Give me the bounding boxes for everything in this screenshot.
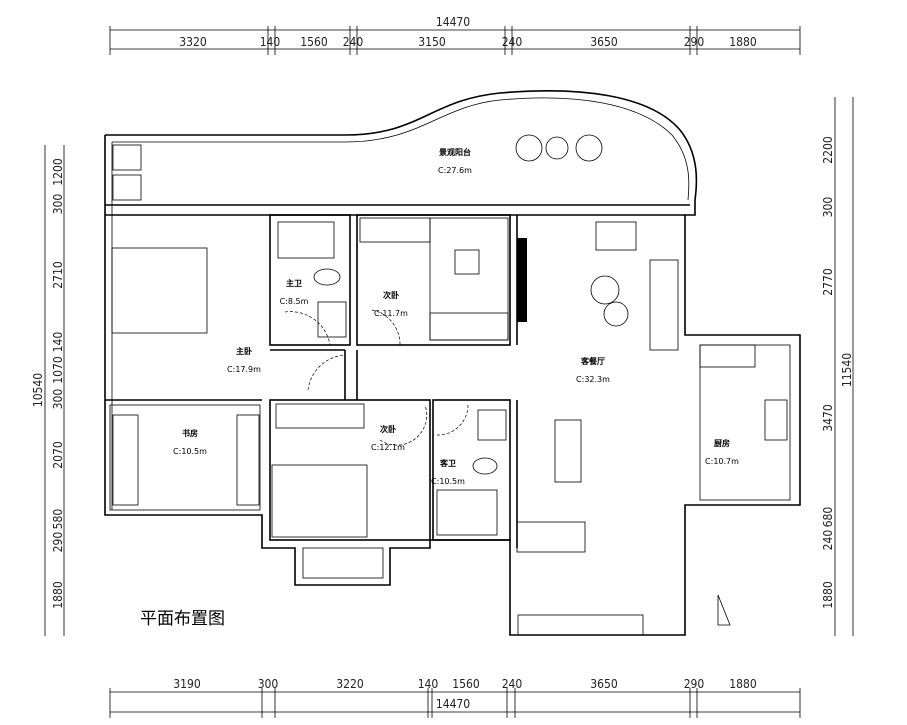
table-icon <box>454 249 480 275</box>
dimension-label: 140 <box>51 332 65 353</box>
wardrobe-icon <box>275 403 365 429</box>
dimension-total-label: 14470 <box>436 15 470 29</box>
shower-icon <box>436 489 498 536</box>
dimension-label: 3650 <box>590 677 618 691</box>
room-area: C:8.5m <box>280 297 309 306</box>
tv-icon <box>517 238 527 322</box>
dimension-label: 2070 <box>51 441 65 469</box>
furniture <box>111 134 788 636</box>
dimension-label: 300 <box>821 197 835 218</box>
dimension-label: 2200 <box>821 136 835 164</box>
room-name: 次卧 <box>380 424 396 434</box>
dimension-label: 290 <box>684 677 705 691</box>
dimension-label: 290 <box>51 532 65 553</box>
room-name: 书房 <box>182 428 198 438</box>
dimension-label: 3650 <box>590 35 618 49</box>
dimension-total-label: 14470 <box>436 697 470 711</box>
dimension-label: 140 <box>418 677 439 691</box>
dimension-label: 1880 <box>51 581 65 609</box>
dimension-label: 3150 <box>418 35 446 49</box>
room-area: C:12.1m <box>371 443 405 452</box>
room-name: 客餐厅 <box>580 356 605 366</box>
dimension-label: 140 <box>260 35 281 49</box>
dining-table-icon <box>554 419 582 483</box>
room-name: 客卫 <box>439 458 456 468</box>
north-arrow-icon <box>717 594 731 626</box>
room-area: C:17.9m <box>227 365 261 374</box>
dimension-label: 1880 <box>729 35 757 49</box>
dimension-label: 240 <box>821 530 835 551</box>
dimension-label: 1560 <box>300 35 328 49</box>
sink-icon <box>477 409 507 441</box>
walls <box>104 90 801 636</box>
dimension-label: 3470 <box>821 404 835 432</box>
room-area: C:10.7m <box>705 457 739 466</box>
dimension-label: 240 <box>343 35 364 49</box>
dimension-label: 300 <box>51 389 65 410</box>
room-area: C:27.6m <box>438 166 472 175</box>
dimension-label: 2770 <box>821 268 835 296</box>
dimension-label: 3320 <box>179 35 207 49</box>
bathtub-icon <box>277 221 335 259</box>
room-area: C:10.5m <box>173 447 207 456</box>
stove-icon <box>764 399 788 441</box>
dimension-label: 3190 <box>173 677 201 691</box>
dimension-total-label: 10540 <box>31 373 45 407</box>
dimension-total-label: 11540 <box>840 353 854 387</box>
room-area: C:32.3m <box>576 375 610 384</box>
room-name: 主卧 <box>236 346 252 356</box>
room-area: C:10.5m <box>431 477 465 486</box>
dimension-label: 1880 <box>729 677 757 691</box>
chair-icon <box>515 134 543 162</box>
chair-icon <box>575 134 603 162</box>
toilet-icon <box>313 268 341 286</box>
dimension-label: 680 <box>821 507 835 528</box>
dimension-label: 580 <box>51 509 65 530</box>
dimension-label: 2710 <box>51 261 65 289</box>
room-name: 次卧 <box>383 290 399 300</box>
dimension-label: 300 <box>258 677 279 691</box>
dimension-lines <box>44 29 854 713</box>
dimension-label: 3220 <box>336 677 364 691</box>
room-name: 厨房 <box>714 438 730 448</box>
dimension-label: 300 <box>51 194 65 215</box>
bed-icon <box>271 464 368 538</box>
cabinet-icon <box>516 521 586 553</box>
room-name: 主卫 <box>286 278 302 288</box>
dimension-label: 290 <box>684 35 705 49</box>
dimension-labels: 3320 140 1560 240 3150 240 3650 290 1880 14470 319… <box>31 15 854 718</box>
kitchen-sink-icon <box>699 344 756 368</box>
room-area: C:11.7m <box>374 309 408 318</box>
plan-title: 平面布置图 <box>140 609 225 629</box>
dimension-label: 1560 <box>452 677 480 691</box>
table-icon <box>545 136 569 160</box>
dimension-label: 1070 <box>51 356 65 384</box>
dimension-label: 240 <box>502 677 523 691</box>
sink-icon <box>317 301 347 338</box>
master-bed-icon <box>111 247 208 334</box>
dimension-label: 1200 <box>51 158 65 186</box>
dimension-label: 1880 <box>821 581 835 609</box>
room-labels: 景观阳台 C:27.6m 主卫 C:8.5m 次卧 C:11.7m 主卧 C:17.9m 书房 C… <box>173 147 739 486</box>
sofa-icon <box>649 259 679 351</box>
toilet-icon <box>472 457 498 475</box>
room-name: 景观阳台 <box>439 147 471 157</box>
